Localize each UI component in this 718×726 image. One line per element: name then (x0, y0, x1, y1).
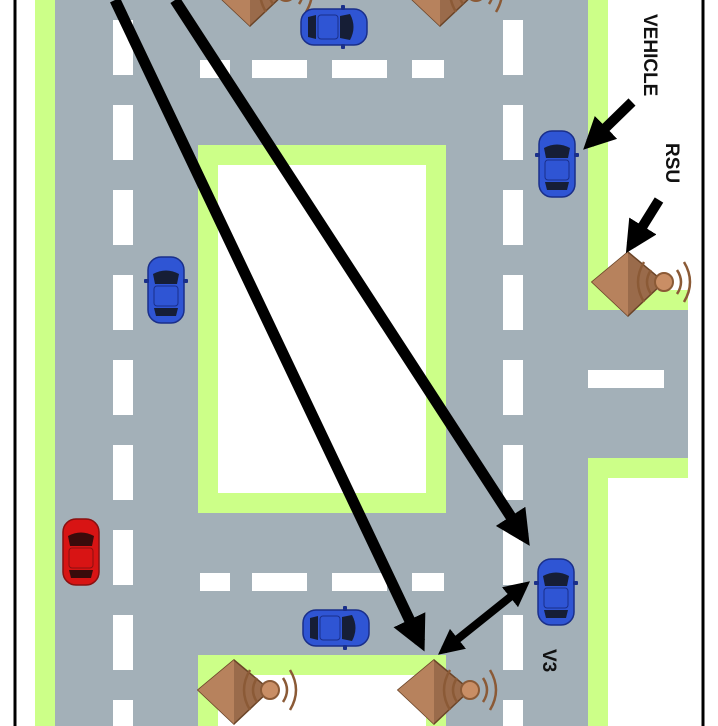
side-road-marking (588, 370, 664, 388)
car-icon (302, 605, 370, 651)
car-icon (143, 256, 189, 324)
car-icon (534, 130, 580, 198)
communication-arrow (110, 0, 426, 652)
car-icon (300, 4, 368, 50)
left-lane-markings (113, 20, 133, 726)
car-icon (533, 558, 579, 626)
communication-arrow (170, 0, 530, 546)
junction-grass-edge (588, 458, 688, 478)
car-icon (62, 518, 100, 586)
right-grass-verge-upper (588, 0, 608, 310)
rsu-label: RSU (661, 143, 682, 183)
vehicle-pointer-arrow (583, 98, 636, 150)
right-lane-markings (503, 20, 523, 726)
left-grass-verge (35, 0, 55, 726)
v2i-link-arrow (438, 581, 530, 655)
crossroad-markings-bottom (200, 573, 444, 591)
right-grass-verge-lower (588, 458, 608, 726)
vehicle-label: VEHICLE (639, 14, 660, 96)
rsu-pointer-arrow (625, 197, 664, 254)
v3-label: V3 (538, 649, 559, 672)
